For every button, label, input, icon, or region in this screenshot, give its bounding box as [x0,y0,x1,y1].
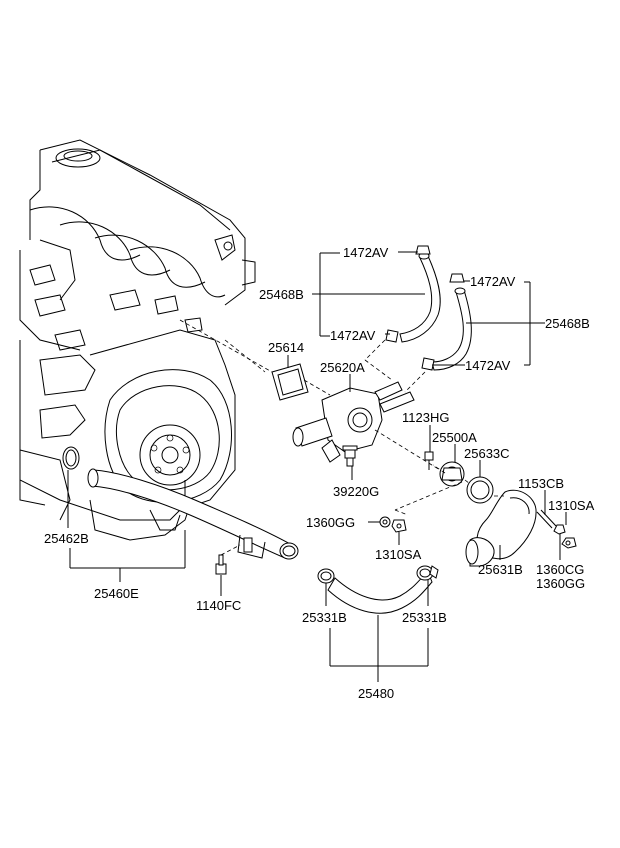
label-25460e: 25460E [94,586,139,601]
water-pipe-drawing [87,468,299,575]
label-1310sa-middle: 1310SA [375,547,422,562]
label-1140fc: 1140FC [196,598,241,613]
hose-left-drawing [385,245,441,343]
label-1153cb: 1153CB [518,476,564,491]
label-1123hg: 1123HG [402,410,449,425]
leader-lines [67,251,567,682]
label-1360gg-right: 1360GG [536,576,585,591]
label-25331b-right: 25331B [402,610,447,625]
label-39220g: 39220G [333,484,379,499]
label-25500a: 25500A [432,430,477,445]
hose-right-drawing [421,273,472,371]
label-25620a: 25620A [320,360,365,375]
label-25331b-left: 25331B [302,610,347,625]
label-25468b-left: 25468B [259,287,304,302]
label-25631b: 25631B [478,562,523,577]
label-1472av-top-left: 1472AV [343,245,389,260]
label-25614: 25614 [268,340,304,355]
label-1472av-bottom-right: 1472AV [465,358,511,373]
label-1472av-bottom-left: 1472AV [330,328,376,343]
label-1360gg-left: 1360GG [306,515,355,530]
alignment-lines [179,319,504,516]
label-1310sa-right: 1310SA [548,498,595,513]
label-1360cg: 1360CG [536,562,584,577]
thermostat-drawing [424,451,494,504]
thermostat-housing-drawing [271,363,415,467]
water-inlet-drawing [465,489,577,567]
label-25468b-right: 25468B [545,316,590,331]
fasteners-center-drawing [379,516,407,533]
label-25480: 25480 [358,686,394,701]
label-1472av-top-right: 1472AV [470,274,516,289]
lower-hose-drawing [317,565,439,614]
part-labels: 1472AV 25468B 1472AV 1472AV 25468B 1472A… [44,245,595,701]
label-25633c: 25633C [464,446,510,461]
label-25462b: 25462B [44,531,89,546]
